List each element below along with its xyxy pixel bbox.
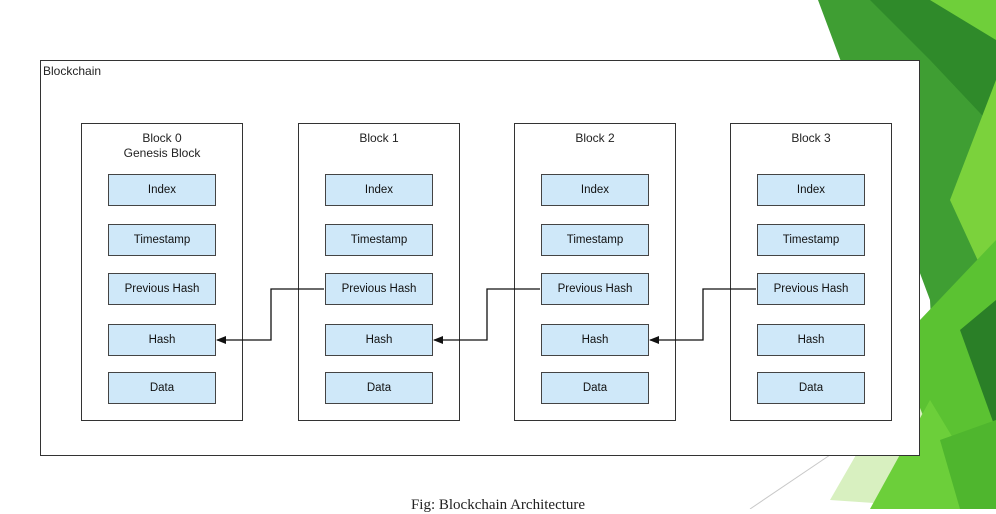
block-title: Block 0 Genesis Block xyxy=(82,131,242,161)
field-timestamp: Timestamp xyxy=(757,224,865,256)
link-arrow-block1-to-block0 xyxy=(216,288,324,344)
block-1: Block 1 Index Timestamp Previous Hash Ha… xyxy=(298,123,460,421)
field-index: Index xyxy=(541,174,649,206)
block-name: Block 0 xyxy=(142,131,182,145)
field-data: Data xyxy=(325,372,433,404)
block-subtitle: Genesis Block xyxy=(123,146,201,160)
field-previous-hash: Previous Hash xyxy=(108,273,216,305)
field-index: Index xyxy=(325,174,433,206)
block-title: Block 3 xyxy=(731,131,891,146)
field-previous-hash: Previous Hash xyxy=(541,273,649,305)
block-title: Block 1 xyxy=(299,131,459,146)
field-hash: Hash xyxy=(757,324,865,356)
block-name: Block 1 xyxy=(359,131,399,145)
field-timestamp: Timestamp xyxy=(108,224,216,256)
block-title: Block 2 xyxy=(515,131,675,146)
field-data: Data xyxy=(108,372,216,404)
field-previous-hash: Previous Hash xyxy=(757,273,865,305)
field-data: Data xyxy=(541,372,649,404)
field-timestamp: Timestamp xyxy=(541,224,649,256)
block-3: Block 3 Index Timestamp Previous Hash Ha… xyxy=(730,123,892,421)
link-arrow-block2-to-block1 xyxy=(433,288,540,344)
field-hash: Hash xyxy=(108,324,216,356)
field-data: Data xyxy=(757,372,865,404)
block-name: Block 3 xyxy=(791,131,831,145)
field-timestamp: Timestamp xyxy=(325,224,433,256)
field-hash: Hash xyxy=(325,324,433,356)
block-2: Block 2 Index Timestamp Previous Hash Ha… xyxy=(514,123,676,421)
container-label: Blockchain xyxy=(43,64,102,78)
figure-caption: Fig: Blockchain Architecture xyxy=(410,497,586,513)
field-index: Index xyxy=(757,174,865,206)
field-index: Index xyxy=(108,174,216,206)
block-0: Block 0 Genesis Block Index Timestamp Pr… xyxy=(81,123,243,421)
block-name: Block 2 xyxy=(575,131,615,145)
field-previous-hash: Previous Hash xyxy=(325,273,433,305)
link-arrow-block3-to-block2 xyxy=(649,288,756,344)
field-hash: Hash xyxy=(541,324,649,356)
